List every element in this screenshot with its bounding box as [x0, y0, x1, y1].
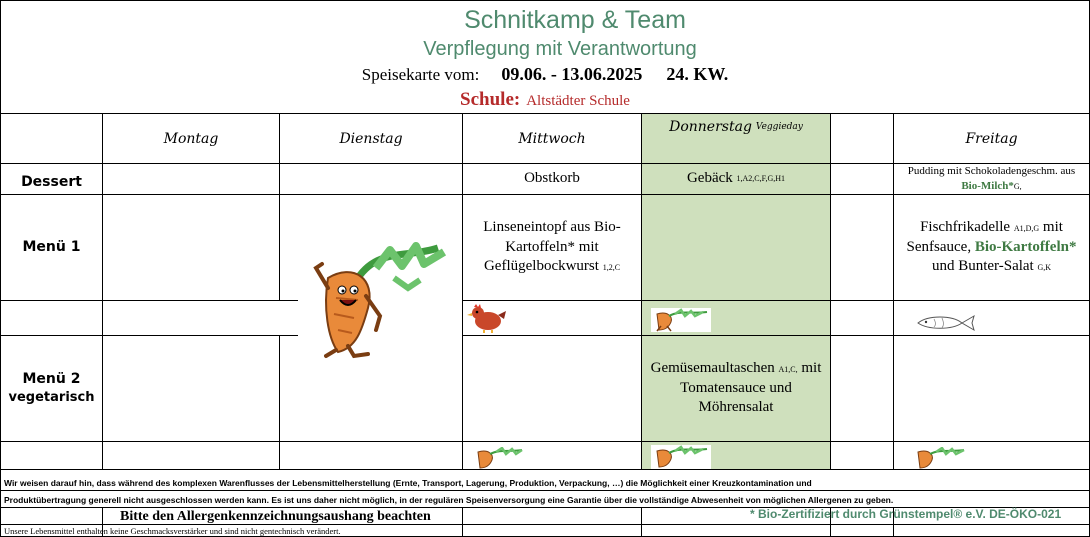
dessert-thursday-allergens: 1,A2,C,F,G,H1	[736, 173, 786, 183]
day-thursday-label: Donnerstag	[669, 119, 752, 135]
menu2-label: Menü 2	[22, 370, 81, 387]
allergen-notice-line2: Produktübertragung generell nicht ausges…	[4, 495, 894, 505]
grid-line	[893, 113, 894, 469]
menu1-wednesday-line3: Geflügelbockwurst	[483, 258, 599, 275]
dessert-friday-bio: Bio-Milch*	[961, 180, 1014, 192]
menu1-wednesday-line2: Kartoffeln* mit	[505, 238, 599, 255]
carrot-icon	[474, 446, 524, 469]
company-name: Schnitkamp & Team	[464, 6, 686, 34]
menu2-thursday-allergens: A1,C,	[778, 365, 798, 375]
dessert-thursday: Gebäck 1,A2,C,F,G,H1	[642, 164, 830, 194]
veggieday-label: Veggieday	[755, 122, 803, 132]
grid-line	[0, 524, 1090, 525]
ingredients-note: Unsere Lebensmittel enthalten keine Gesc…	[4, 526, 341, 536]
week-number: 24. KW.	[666, 64, 729, 84]
menu1-friday-allergens1: A1,D,G	[1013, 224, 1040, 234]
menu1-wednesday: Linseneintopf aus Bio- Kartoffeln* mit G…	[463, 195, 641, 300]
day-header-monday: Montag	[163, 131, 219, 147]
grid-line	[830, 507, 831, 537]
menu2-thursday: Gemüsemaultaschen A1,C, mit Tomatensauce…	[642, 336, 830, 441]
fish-icon	[914, 314, 976, 332]
carrot-icon	[651, 308, 711, 332]
dessert-friday-text: Pudding mit Schokoladengeschm. aus	[907, 165, 1076, 178]
row-label-menu1: Menü 1	[22, 239, 81, 256]
allergen-notice-line1: Wir weisen darauf hin, dass während des …	[4, 478, 812, 488]
menu2-thursday-with: mit	[801, 360, 822, 377]
week-label: Speisekarte vom:	[361, 65, 480, 84]
menu2-thursday-dish: Gemüsemaultaschen	[650, 360, 775, 377]
school-label: Schule:	[460, 89, 521, 110]
school-name: Altstädter Schule	[526, 93, 630, 109]
grid-line	[462, 335, 1090, 336]
menu2-sublabel: vegetarisch	[8, 390, 95, 406]
carrot-icon	[914, 446, 966, 469]
menu1-friday-sauce: Senfsauce,	[906, 238, 972, 255]
bio-certification: * Bio-Zertifiziert durch Grünstempel® e.…	[750, 507, 1062, 521]
grid-line	[641, 113, 642, 469]
grid-line	[0, 469, 1090, 470]
company-slogan: Verpflegung mit Verantwortung	[423, 38, 697, 60]
grid-line	[830, 113, 831, 469]
grid-line	[0, 490, 1090, 491]
grid-line	[0, 113, 1090, 114]
grid-line	[893, 507, 894, 537]
grid-line	[102, 507, 103, 537]
menu1-friday-bio: Bio-Kartoffeln*	[974, 238, 1077, 255]
day-header-wednesday: Mittwoch	[518, 131, 586, 147]
dessert-wednesday: Obstkorb	[524, 170, 580, 187]
grid-line	[0, 194, 1090, 195]
grid-line	[0, 335, 298, 336]
border-left	[0, 0, 1, 537]
grid-line	[0, 441, 1090, 442]
dessert-thursday-dish: Gebäck	[686, 170, 733, 187]
border-top	[0, 0, 1090, 1]
menu-header: Schnitkamp & Team Verpflegung mit Verant…	[0, 0, 1090, 113]
week-line: Speisekarte vom: 09.06. - 13.06.2025 24. K…	[0, 64, 1090, 85]
grid-line	[0, 300, 298, 301]
grid-line	[279, 335, 280, 469]
carrot-icon	[651, 445, 711, 469]
menu1-friday-allergens2: G,K	[1037, 263, 1052, 273]
carrot-mascot-icon	[298, 238, 462, 359]
grid-line	[279, 113, 280, 300]
grid-line	[102, 113, 103, 469]
day-header-tuesday: Dienstag	[339, 131, 403, 147]
grid-line	[0, 507, 1090, 508]
grid-line	[462, 507, 463, 537]
veggie-column-background	[641, 113, 830, 469]
dessert-friday: Pudding mit Schokoladengeschm. aus Bio-M…	[894, 164, 1089, 194]
menu2-thursday-line2: Tomatensauce und	[680, 379, 792, 396]
day-header-friday: Freitag	[965, 131, 1018, 147]
row-label-dessert: Dessert	[21, 173, 82, 190]
menu2-thursday-line3: Möhrensalat	[698, 399, 774, 416]
chicken-icon	[466, 303, 508, 333]
grid-line	[0, 163, 1090, 164]
grid-line	[462, 300, 1090, 301]
menu1-friday-dish: Fischfrikadelle	[920, 219, 1011, 236]
menu1-friday: Fischfrikadelle A1,D,G mit Senfsauce, Bi…	[894, 195, 1089, 300]
allergen-hint: Bitte den Allergenkennzeichnungsaushang …	[120, 509, 431, 524]
grid-line	[641, 507, 642, 537]
menu1-friday-with: mit	[1042, 219, 1063, 236]
menu1-wednesday-allergens: 1,2,C	[602, 263, 621, 273]
dessert-friday-allergens: G,	[1013, 182, 1022, 191]
school-line: Schule: Altstädter Schule	[0, 89, 1090, 111]
row-label-menu2: Menü 2 vegetarisch	[1, 336, 102, 441]
menu1-friday-line3: und Bunter-Salat	[931, 258, 1034, 275]
grid-line	[462, 113, 463, 469]
menu1-wednesday-line1: Linseneintopf aus Bio-	[483, 219, 621, 236]
week-range: 09.06. - 13.06.2025	[501, 64, 643, 84]
